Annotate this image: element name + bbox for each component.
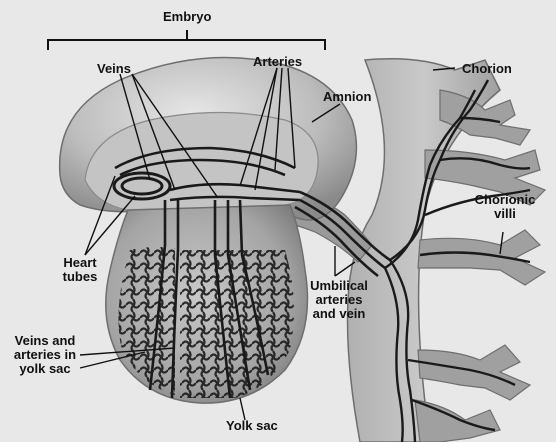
label-amnion: Amnion (323, 90, 371, 104)
label-heart-tubes-line1: Heart (55, 256, 105, 270)
label-embryo: Embryo (163, 10, 211, 24)
label-chorionic-villi: Chorionic villi (474, 193, 536, 221)
label-veins: Veins (97, 62, 131, 76)
embryo-bracket (48, 30, 325, 50)
label-yolk-sac-vessels-line2: arteries in (5, 348, 85, 362)
label-chorionic-villi-line2: villi (474, 207, 536, 221)
yolk-sac-vessel-mesh (118, 247, 294, 398)
label-chorion: Chorion (462, 62, 512, 76)
label-heart-tubes-line2: tubes (55, 270, 105, 284)
label-umbilical-line1: Umbilical (303, 279, 375, 293)
label-umbilical: Umbilical arteries and vein (303, 279, 375, 321)
label-arteries: Arteries (253, 55, 302, 69)
label-yolk-sac-vessels-line1: Veins and (5, 334, 85, 348)
label-chorionic-villi-line1: Chorionic (474, 193, 536, 207)
label-umbilical-line2: arteries (303, 293, 375, 307)
label-umbilical-line3: and vein (303, 307, 375, 321)
label-yolk-sac-vessels: Veins and arteries in yolk sac (5, 334, 85, 376)
label-yolk-sac-vessels-line3: yolk sac (5, 362, 85, 376)
label-heart-tubes: Heart tubes (55, 256, 105, 284)
label-yolk-sac: Yolk sac (226, 419, 278, 433)
